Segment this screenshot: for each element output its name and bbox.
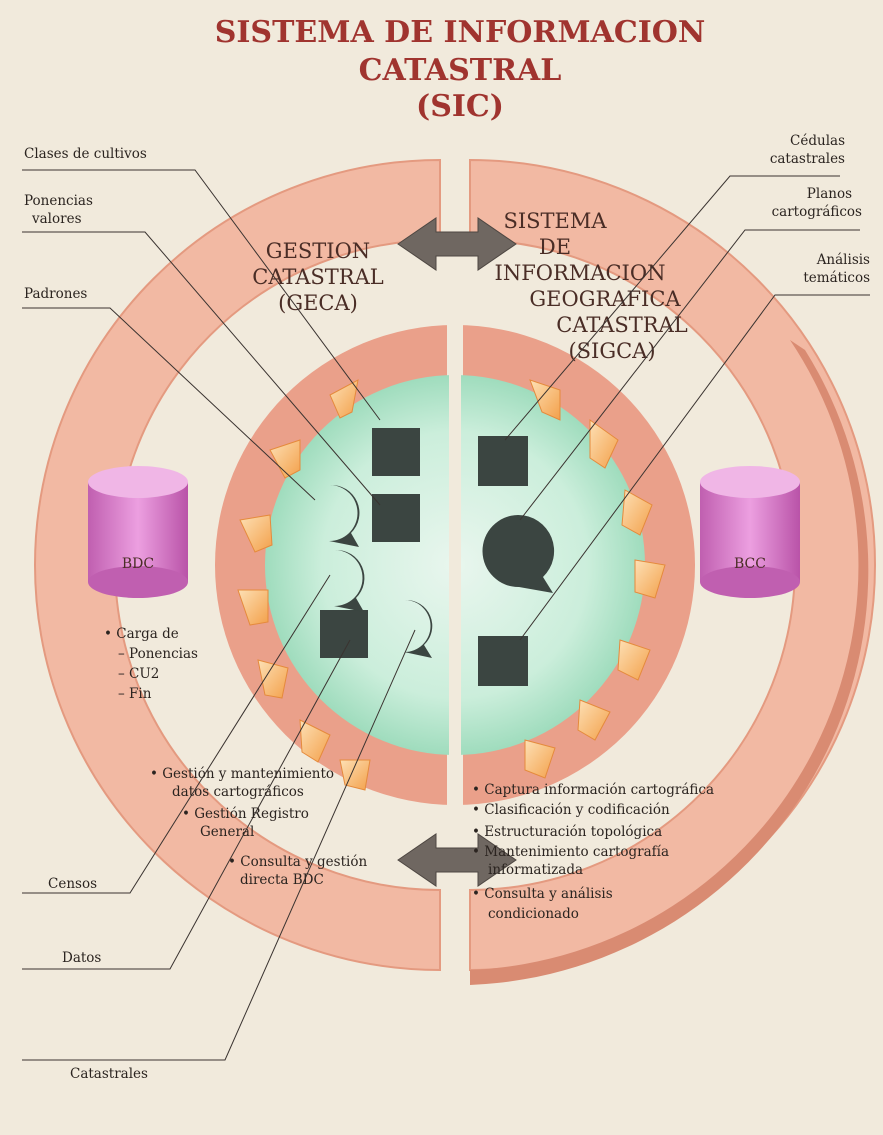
left-note-3a: • Consulta y gestión	[228, 854, 367, 870]
title-line-3: (SIC)	[416, 89, 504, 124]
sigca-line-2: DE	[539, 235, 571, 259]
callout-analisis-1: Análisis	[816, 252, 870, 268]
db-cylinder-left	[88, 466, 188, 598]
callout-padrones: Padrones	[24, 286, 87, 302]
callout-clases-de-cultivos: Clases de cultivos	[24, 146, 147, 162]
right-note-1: • Captura información cartográfica	[472, 782, 714, 798]
callout-cedulas-1: Cédulas	[790, 133, 845, 149]
left-note-2b: General	[200, 824, 254, 840]
callout-planos-1: Planos	[807, 186, 852, 202]
right-note-5b: condicionado	[488, 906, 579, 922]
ring-arrow	[340, 760, 370, 790]
square-shape	[478, 436, 528, 486]
carga-item-1: – Ponencias	[118, 646, 198, 662]
right-note-4a: • Mantenimiento cartografía	[472, 844, 669, 860]
geca-line-2: CATASTRAL	[252, 265, 383, 289]
bottom-double-arrow	[398, 834, 516, 886]
sigca-line-5: CATASTRAL	[556, 313, 687, 337]
db-cylinder-right	[700, 466, 800, 598]
square-shape	[372, 428, 420, 476]
right-note-2: • Clasificación y codificación	[472, 802, 670, 818]
left-note-1a: • Gestión y mantenimiento	[150, 766, 334, 782]
carga-item-2: – CU2	[118, 666, 159, 682]
db-label-left: BDC	[122, 556, 154, 572]
left-note-3b: directa BDC	[240, 872, 324, 888]
callout-censos: Censos	[48, 876, 97, 892]
callout-cedulas-2: catastrales	[770, 151, 845, 167]
square-shape	[372, 494, 420, 542]
sigca-line-6: (SIGCA)	[568, 339, 655, 363]
core-gap	[449, 370, 461, 760]
callout-datos: Datos	[62, 950, 101, 966]
right-note-4b: informatizada	[488, 862, 583, 878]
left-note-2a: • Gestión Registro	[182, 806, 309, 822]
title-line-2: CATASTRAL	[359, 53, 562, 88]
sigca-line-4: GEOGRAFICA	[529, 287, 681, 311]
callout-analisis-2: temáticos	[803, 270, 870, 286]
carga-header: • Carga de	[104, 626, 179, 642]
callout-planos-2: cartográficos	[772, 204, 862, 220]
sigca-line-1: SISTEMA	[503, 209, 607, 233]
callout-ponencias-2: valores	[31, 211, 82, 227]
square-shape	[478, 636, 528, 686]
carga-item-3: – Fin	[118, 686, 152, 702]
left-note-1b: datos cartográficos	[172, 784, 304, 800]
geca-line-1: GESTION	[266, 239, 370, 263]
right-note-5a: • Consulta y análisis	[472, 886, 613, 902]
callout-catastrales: Catastrales	[70, 1066, 148, 1082]
right-note-3: • Estructuración topológica	[472, 824, 662, 840]
geca-line-3: (GECA)	[278, 291, 358, 315]
db-label-right: BCC	[734, 556, 766, 572]
callout-ponencias-1: Ponencias	[24, 193, 93, 209]
title-line-1: SISTEMA DE INFORMACION	[215, 15, 706, 50]
